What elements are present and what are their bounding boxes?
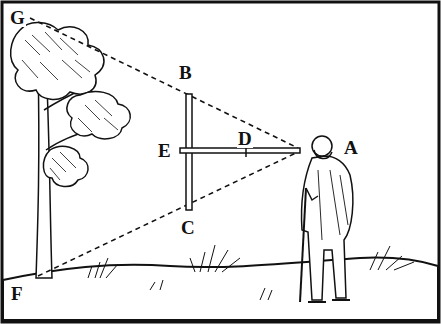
- frame: [2, 2, 439, 322]
- point-letter: F: [10, 284, 24, 303]
- point-letter: D: [237, 129, 253, 148]
- point-letter: G: [9, 8, 26, 27]
- cross-staff: [180, 94, 300, 210]
- point-letter: E: [157, 141, 172, 160]
- grass: [88, 245, 414, 300]
- observer-figure: [300, 136, 353, 302]
- point-letter: A: [343, 138, 359, 157]
- point-letter: C: [180, 218, 196, 237]
- point-letter: B: [178, 63, 193, 82]
- ground: [3, 258, 438, 320]
- sight-line: [30, 18, 298, 276]
